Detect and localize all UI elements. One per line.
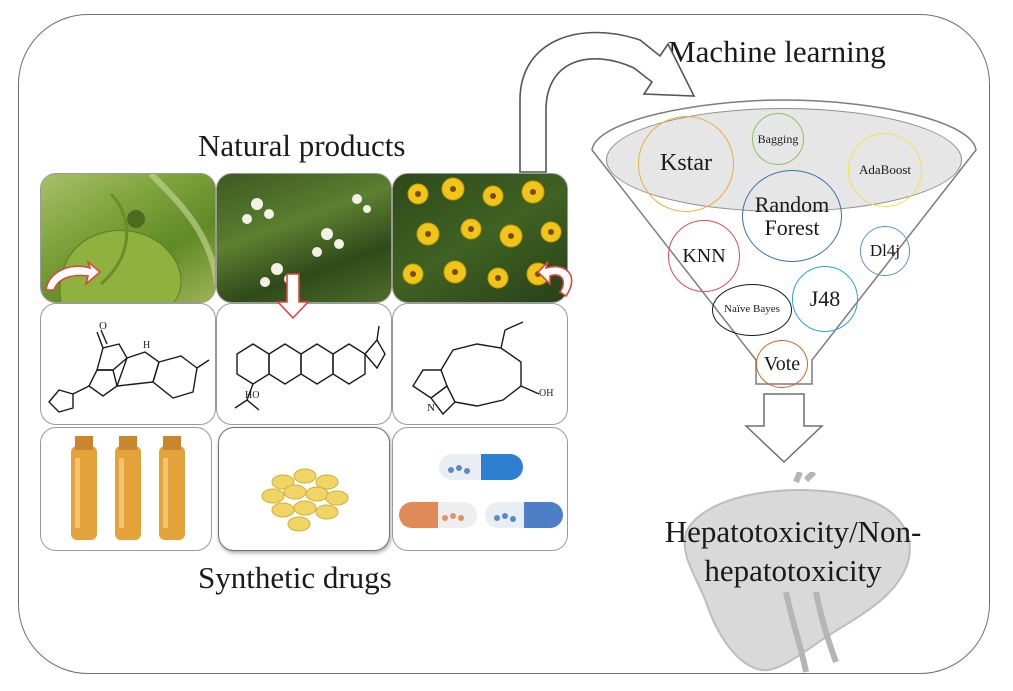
chemical-structure-2: HO bbox=[216, 303, 392, 425]
algo-bagging: Bagging bbox=[752, 113, 804, 165]
yellow-tablets-illustration bbox=[261, 468, 349, 532]
drug-capsules-tile bbox=[392, 427, 568, 551]
red-arrow-icon-3 bbox=[536, 261, 573, 298]
curved-arrow-icon bbox=[519, 31, 696, 173]
plant-photo-yellow-flowers bbox=[392, 173, 568, 303]
algo-naive-bayes: Naïve Bayes bbox=[712, 284, 792, 336]
structure-o-label: O bbox=[99, 320, 107, 332]
capsules-illustration bbox=[399, 454, 563, 528]
output-label: Hepatotoxicity/Non-hepatotoxicity bbox=[664, 514, 922, 588]
structure-drawing-2 bbox=[234, 325, 386, 411]
machine-learning-title: Machine learning bbox=[668, 34, 886, 69]
red-arrow-icon-2 bbox=[276, 273, 310, 320]
algo-knn: KNN bbox=[668, 220, 740, 292]
drug-tablets-tile bbox=[218, 427, 390, 551]
plant-photo-white-flowers bbox=[216, 173, 392, 303]
synthetic-drugs-title: Synthetic drugs bbox=[198, 560, 392, 595]
algo-j48: J48 bbox=[792, 266, 858, 332]
structure-ho-label: HO bbox=[245, 390, 260, 401]
outer-frame bbox=[18, 14, 990, 674]
structure-h-label: H bbox=[143, 340, 151, 351]
chemical-structure-3: N OH bbox=[392, 303, 568, 425]
algo-dl4j: Dl4j bbox=[860, 226, 910, 276]
structure-n-label: N bbox=[427, 402, 435, 414]
down-arrow-icon bbox=[744, 393, 824, 464]
liver-icon bbox=[683, 472, 911, 673]
natural-products-title: Natural products bbox=[198, 128, 406, 163]
algo-vote: Vote bbox=[756, 340, 808, 388]
algo-adaboost: AdaBoost bbox=[848, 133, 922, 207]
plant-photo-leaves bbox=[40, 173, 216, 303]
structure-drawing-3 bbox=[412, 321, 540, 416]
structure-drawing-1 bbox=[48, 329, 210, 413]
drug-vials-tile bbox=[40, 427, 212, 551]
leaf-illustration bbox=[59, 174, 215, 302]
red-arrow-icon-1 bbox=[45, 259, 102, 291]
structure-oh-label: OH bbox=[539, 388, 554, 399]
amber-vials-illustration bbox=[71, 436, 185, 540]
algo-kstar: Kstar bbox=[638, 116, 734, 212]
chemical-structure-1: O H bbox=[40, 303, 216, 425]
algo-random-forest: Random Forest bbox=[742, 170, 842, 262]
